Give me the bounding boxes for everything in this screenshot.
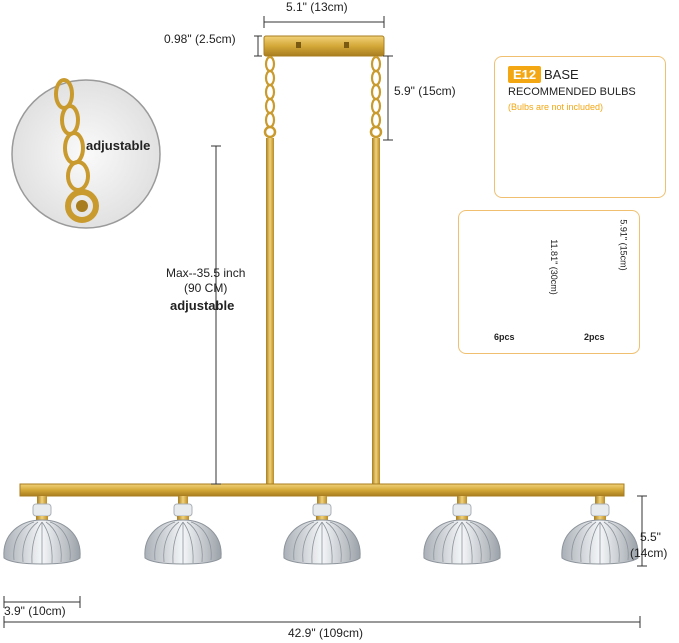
shade-height-label-2: (14cm) [630,546,668,560]
parts-chain-length: 5.91" (15cm) [618,219,629,271]
canopy-width-label: 5.1" (13cm) [286,0,348,14]
canopy-height-label: 0.98" (2.5cm) [164,32,236,46]
shade-height-label-1: 5.5" [640,530,661,544]
suspension-rods [266,138,380,486]
zoom-inset [11,78,161,229]
parts-rod-length: 11.81" (30cm) [548,239,559,295]
recommended-bulbs-title: RECOMMENDED BULBS [508,86,636,98]
parts-panel [458,210,640,354]
inset-adjustable-label: adjustable [86,138,151,153]
base-badge: E12 [508,66,542,83]
chain-length-label: 5.9" (15cm) [394,84,456,98]
rod-adjustable-label: adjustable [170,298,235,313]
rod-max-label-2: (90 CM) [184,281,228,295]
parts-chain-count: 2pcs [584,332,605,342]
dimension-lines [3,16,647,628]
rod-max-label-1: Max--35.5 inch [166,266,246,280]
base-text: BASE [544,67,579,82]
shade-width-label: 3.9" (10cm) [4,604,66,618]
total-width-label: 42.9" (109cm) [288,626,363,640]
main-bar [19,483,625,497]
ceiling-canopy [263,35,385,57]
parts-rod-count: 6pcs [494,332,515,342]
shades [3,495,639,565]
bulbs-note: (Bulbs are not included) [508,102,604,112]
suspension-chains [263,55,383,139]
